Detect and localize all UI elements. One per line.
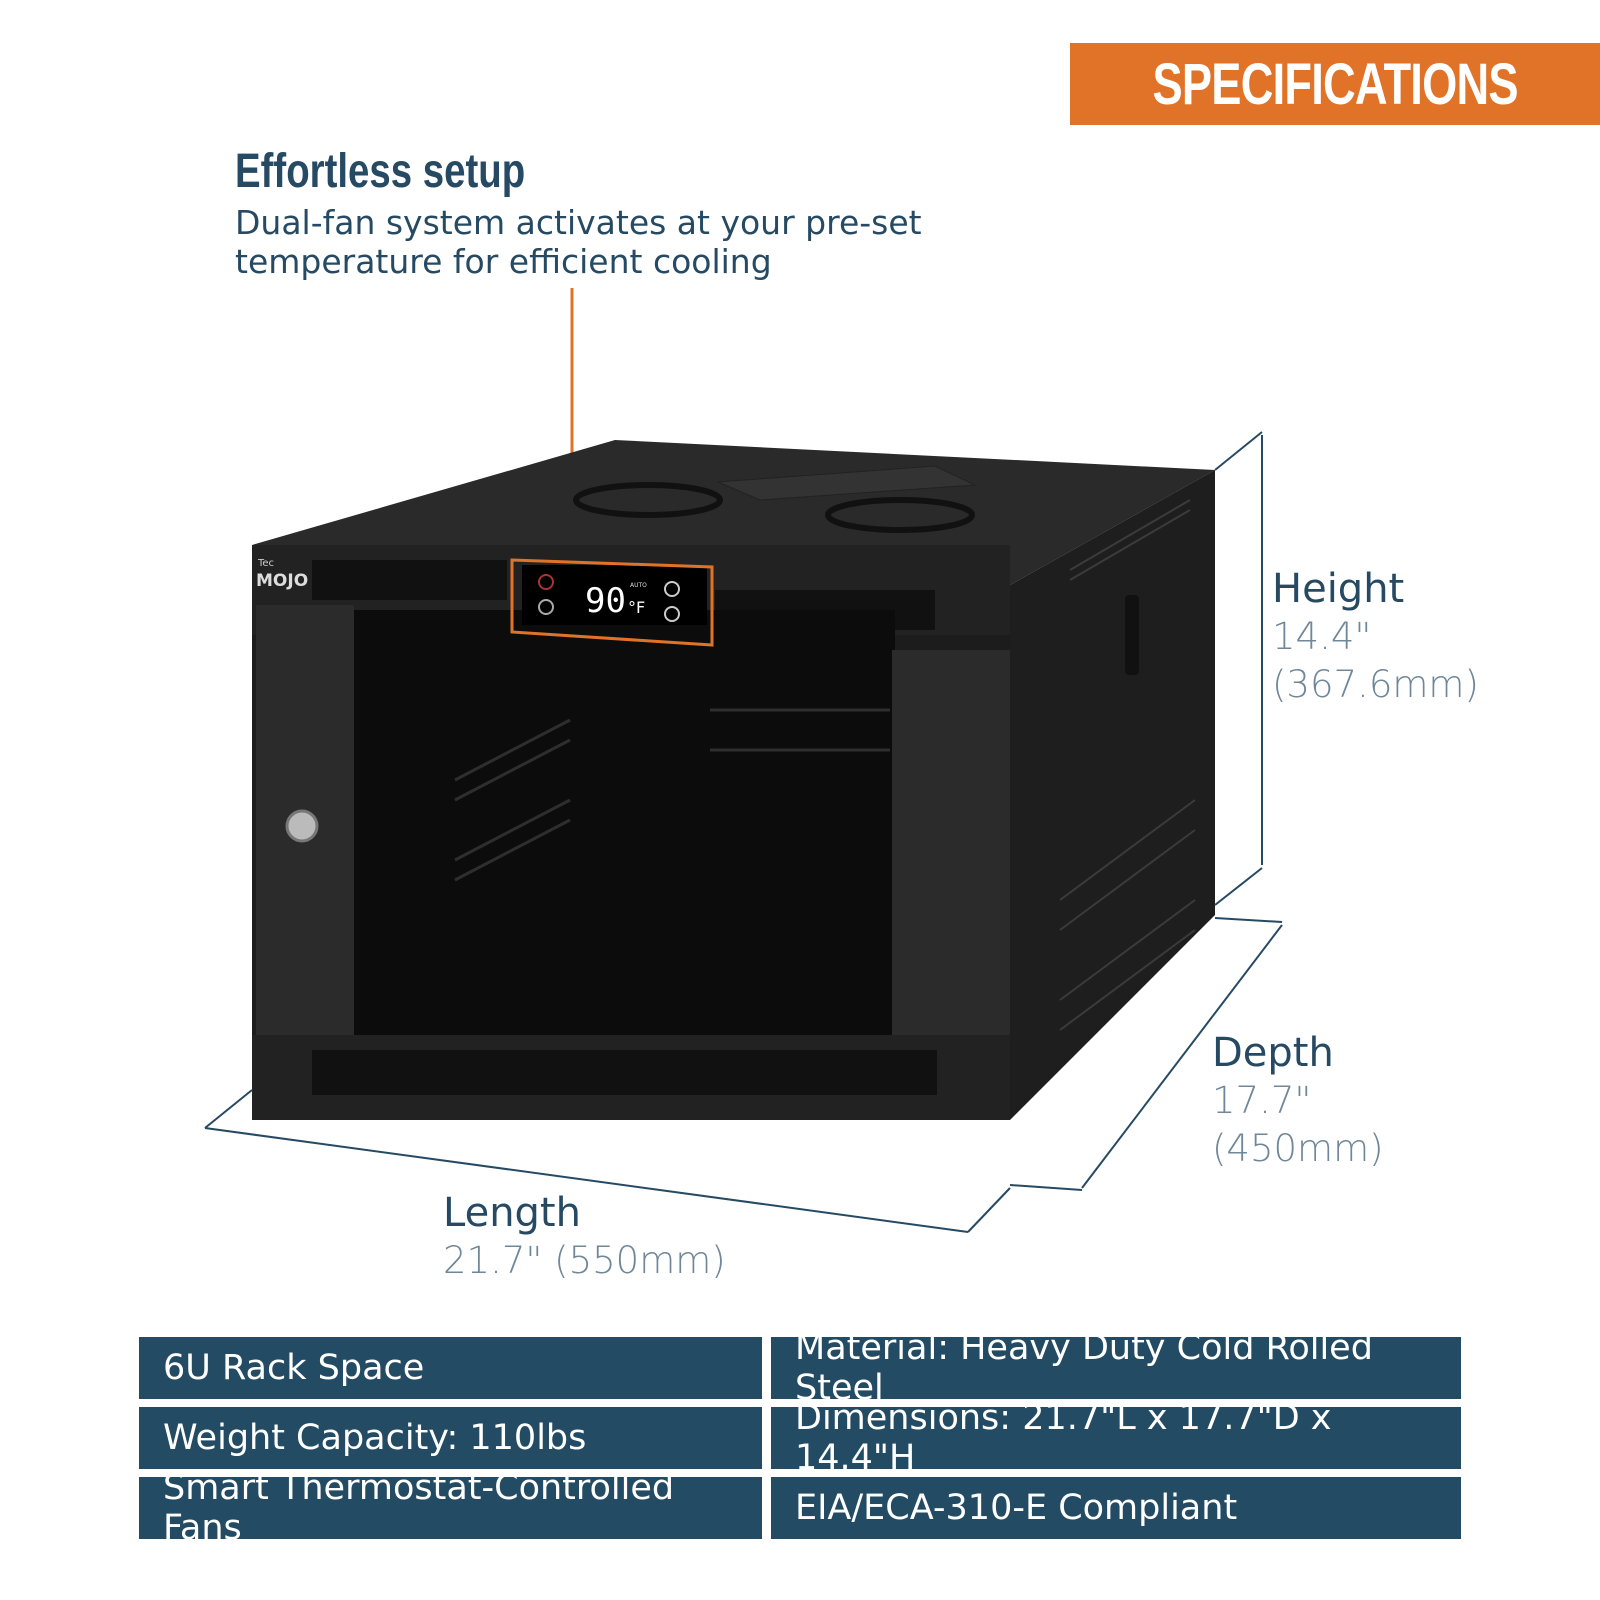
callout-highlight-box <box>510 558 714 647</box>
length-value: 21.7" (550mm) <box>443 1239 726 1282</box>
door-frame-right <box>892 650 1010 1105</box>
spec-rack-space: 6U Rack Space <box>139 1337 762 1399</box>
side-vents <box>1059 499 1196 1031</box>
depth-mm: (450mm) <box>1212 1127 1384 1170</box>
length-label: Length <box>443 1190 581 1236</box>
dimension-lines <box>204 431 1283 1233</box>
lock-icon <box>285 809 319 843</box>
arrow-down-icon <box>664 606 680 622</box>
top-cover-plate <box>717 465 977 501</box>
banner-label: SPECIFICATIONS <box>1152 51 1518 117</box>
side-latch <box>1125 595 1139 675</box>
feature-description: Dual-fan system activates at your pre-se… <box>235 203 922 281</box>
spec-fans: Smart Thermostat-Controlled Fans <box>139 1468 762 1548</box>
brand-logo: MOJO <box>256 571 308 591</box>
mode-label: AUTO <box>630 582 647 589</box>
depth-inches: 17.7" <box>1212 1079 1312 1122</box>
depth-line <box>1081 924 1283 1189</box>
spec-weight-capacity: Weight Capacity: 110lbs <box>139 1407 762 1469</box>
interior-vents <box>454 708 890 882</box>
power-icon <box>538 574 554 590</box>
feature-title: Effortless setup <box>235 144 598 199</box>
height-mm: (367.6mm) <box>1272 663 1479 706</box>
spec-dimensions: Dimensions: 21.7"L x 17.7"D x 14.4"H <box>771 1398 1461 1478</box>
depth-label: Depth <box>1212 1030 1334 1076</box>
height-inches: 14.4" <box>1272 615 1372 658</box>
fan-grille-2 <box>825 497 975 533</box>
unit-label: °F <box>628 598 645 617</box>
front-bottom-vents <box>312 1050 937 1095</box>
cabinet-side <box>1010 470 1215 1120</box>
height-label: Height <box>1272 566 1405 612</box>
arrow-up-icon <box>664 581 680 597</box>
brand-prefix: Tec <box>257 558 274 569</box>
feature-title-text: Effortless setup <box>235 145 526 198</box>
spec-compliance: EIA/ECA-310-E Compliant <box>771 1477 1461 1539</box>
spec-material: Material: Heavy Duty Cold Rolled Steel <box>771 1328 1461 1408</box>
fan-grille-1 <box>573 482 723 518</box>
specifications-banner: SPECIFICATIONS <box>1070 43 1600 125</box>
glass-door <box>350 610 895 1100</box>
temperature-readout: 90 <box>585 581 626 621</box>
setup-button <box>538 599 554 615</box>
length-line <box>204 1127 969 1233</box>
